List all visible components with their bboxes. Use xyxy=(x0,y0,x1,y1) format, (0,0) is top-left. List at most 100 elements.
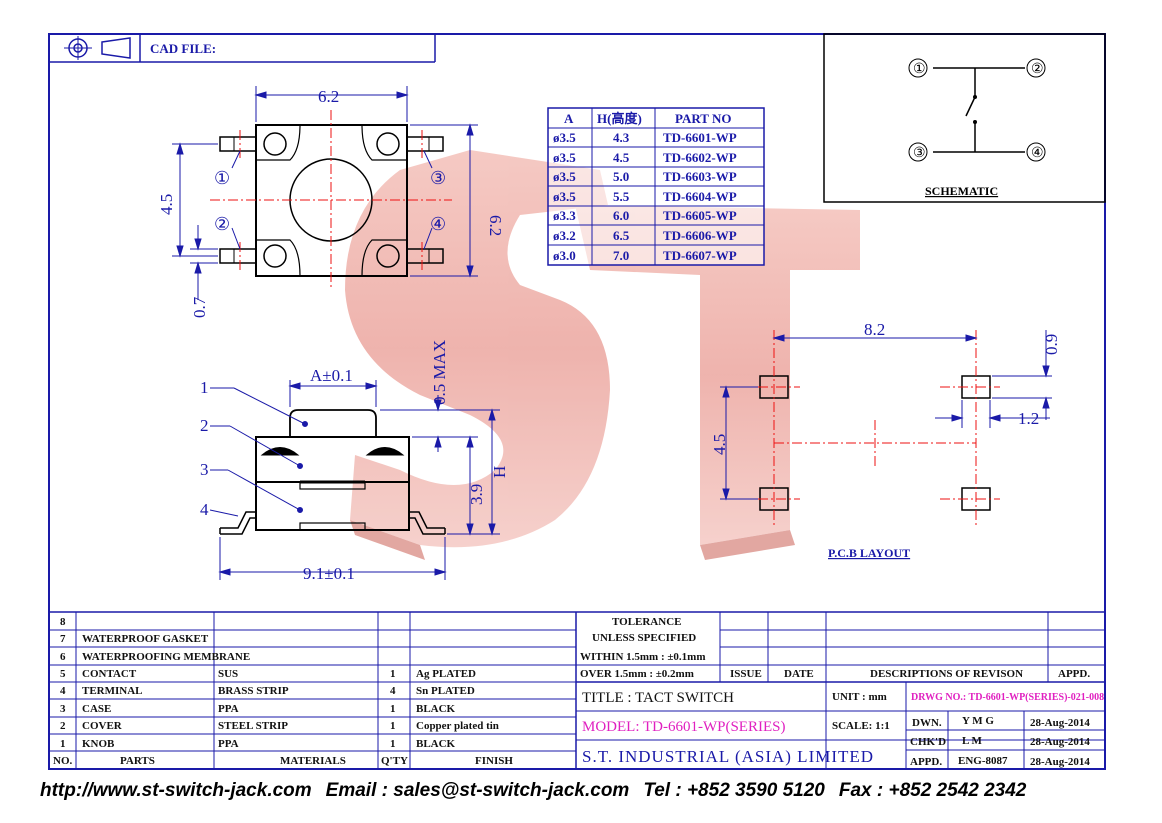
top-pin-1: ① xyxy=(214,168,230,188)
bom-cell: 1 xyxy=(390,738,396,750)
pcb-dim-09: 0.9 xyxy=(1042,334,1061,355)
bom-cell: 8 xyxy=(60,616,66,628)
bom-cell: CASE xyxy=(82,703,111,715)
bom-cell: Ag PLATED xyxy=(416,668,476,680)
bom-cell: WATERPROOF GASKET xyxy=(82,633,209,645)
bom-cell: PPA xyxy=(218,703,239,715)
pcb-dim-45: 4.5 xyxy=(710,434,729,455)
callout-1: 1 xyxy=(200,378,209,397)
dim-a: A±0.1 xyxy=(310,366,353,385)
top-pin-2: ② xyxy=(214,214,230,234)
appd-date: 28-Aug-2014 xyxy=(1030,756,1090,768)
bom-footer-materials: MATERIALS xyxy=(280,755,346,767)
appd-label: APPD. xyxy=(910,756,942,768)
dim-max: 0.5 MAX xyxy=(430,340,449,405)
top-pin-3: ③ xyxy=(430,168,446,188)
bom-cell: Copper plated tin xyxy=(416,720,499,732)
tolerance-subtitle: UNLESS SPECIFIED xyxy=(592,632,696,644)
schematic-label: SCHEMATIC xyxy=(925,184,998,198)
tolerance-over: OVER 1.5mm : ±0.2mm xyxy=(580,668,694,680)
title-block xyxy=(576,612,1105,769)
tolerance-title: TOLERANCE xyxy=(612,616,681,628)
dim-pin-width: 0.7 xyxy=(190,296,209,318)
dim-height: 6.2 xyxy=(486,215,505,236)
table-header-part: PART NO xyxy=(675,111,731,126)
bom-cell: BRASS STRIP xyxy=(218,685,289,697)
bom-cell: COVER xyxy=(82,720,123,732)
bom-cell: 1 xyxy=(60,738,66,750)
dwn-label: DWN. xyxy=(912,717,942,729)
dim-width: 6.2 xyxy=(318,87,339,106)
table-cell: 4.5 xyxy=(613,150,630,165)
schematic-pin-3: ③ xyxy=(913,146,926,161)
schematic-pin-2: ② xyxy=(1031,62,1044,77)
bom-cell: SUS xyxy=(218,668,238,680)
chkd-label: CHK'D xyxy=(910,736,946,748)
table-cell: ø3.2 xyxy=(553,228,576,243)
callout-3: 3 xyxy=(200,460,209,479)
table-cell: 7.0 xyxy=(613,248,629,263)
dwn-value: Y M G xyxy=(962,715,994,727)
top-pin-4: ④ xyxy=(430,214,446,234)
table-cell: TD-6605-WP xyxy=(663,208,737,223)
bom-cell: 3 xyxy=(60,703,66,715)
fax: Fax : +852 2542 2342 xyxy=(838,780,1027,801)
part-number-table: A H(高度) PART NO ø3.5 4.3 TD-6601-WP ø3.5… xyxy=(547,107,765,266)
table-cell: 5.5 xyxy=(613,189,630,204)
company-name: S.T. INDUSTRIAL (ASIA) LIMITED xyxy=(582,747,874,766)
scale: SCALE: 1:1 xyxy=(832,720,890,732)
bom-cell: BLACK xyxy=(416,738,456,750)
bom-table xyxy=(49,611,1105,769)
revision-date: DATE xyxy=(784,668,814,680)
revision-issue: ISSUE xyxy=(730,668,762,680)
bom-footer-parts: PARTS xyxy=(120,755,155,767)
bom-cell: WATERPROOFING MEMBRANE xyxy=(82,651,250,663)
bom-cell: 6 xyxy=(60,651,66,663)
pcb-label: P.C.B LAYOUT xyxy=(828,546,910,560)
dim-h: H xyxy=(490,466,509,478)
bom-cell: KNOB xyxy=(82,738,115,750)
tolerance-within: WITHIN 1.5mm : ±0.1mm xyxy=(580,651,706,663)
bom-cell: BLACK xyxy=(416,703,456,715)
telephone: Tel : +852 3590 5120 xyxy=(643,780,825,801)
pcb-dim-82: 8.2 xyxy=(864,320,885,339)
schematic: ① ② ③ ④ SCHEMATIC xyxy=(908,58,1046,198)
bom-cell: 4 xyxy=(390,685,396,697)
bom-cell: 4 xyxy=(60,685,66,697)
callout-4: 4 xyxy=(200,500,209,519)
table-cell: 6.5 xyxy=(613,228,630,243)
pcb-layout: 8.2 0.9 1.2 4.5 P.C.B LAYOUT xyxy=(710,320,1061,560)
table-cell: TD-6604-WP xyxy=(663,189,737,204)
bom-cell: 7 xyxy=(60,633,66,645)
schematic-pin-1: ① xyxy=(913,62,926,77)
bom-cell: CONTACT xyxy=(82,668,137,680)
bom-cell: 1 xyxy=(390,720,396,732)
bom-cell: PPA xyxy=(218,738,239,750)
chkd-value: L M xyxy=(962,735,982,747)
unit: UNIT : mm xyxy=(832,691,887,703)
table-cell: TD-6606-WP xyxy=(663,228,737,243)
table-cell: ø3.5 xyxy=(553,130,576,145)
bom-cell: TERMINAL xyxy=(82,685,143,697)
callout-2: 2 xyxy=(200,416,209,435)
table-cell: 4.3 xyxy=(613,130,630,145)
table-cell: TD-6601-WP xyxy=(663,130,737,145)
table-cell: ø3.5 xyxy=(553,189,576,204)
table-cell: 5.0 xyxy=(613,169,629,184)
table-cell: ø3.0 xyxy=(553,248,576,263)
email-link[interactable]: Email : sales@st-switch-jack.com xyxy=(325,780,630,801)
bom-cell: 2 xyxy=(60,720,66,732)
bom-footer-no: NO. xyxy=(53,755,73,767)
table-header-a: A xyxy=(564,111,574,126)
table-cell: TD-6602-WP xyxy=(663,150,737,165)
side-view xyxy=(219,409,446,535)
website-link[interactable]: http://www.st-switch-jack.com xyxy=(40,780,312,801)
dim-pin-spacing: 4.5 xyxy=(157,194,176,215)
chkd-date: 28-Aug-2014 xyxy=(1030,736,1090,748)
dim-39: 3.9 xyxy=(467,484,486,505)
schematic-pin-4: ④ xyxy=(1031,146,1044,161)
drawing-number: DRWG NO.: TD-6601-WP(SERIES)-021-008 xyxy=(911,692,1104,703)
bom-cell: 1 xyxy=(390,703,396,715)
